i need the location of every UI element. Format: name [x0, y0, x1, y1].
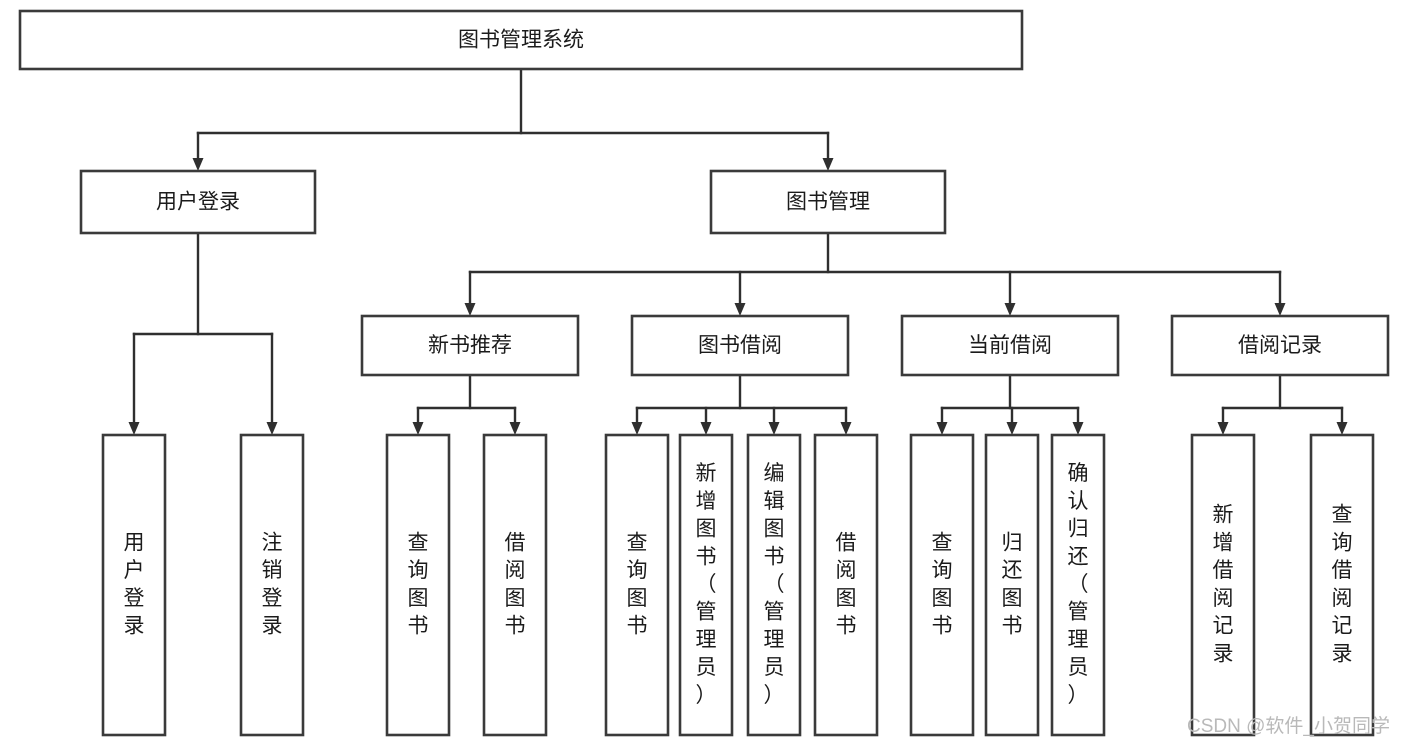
node-label-leaf-logout-login: 注销登录 — [262, 531, 283, 637]
node-new-book-recommend[interactable]: 新书推荐 — [360, 314, 580, 377]
arrow-head-icon — [1072, 422, 1084, 435]
edge-group-user-login — [128, 231, 278, 435]
arrow-head-icon — [509, 422, 521, 435]
node-leaf-logout-login[interactable]: 注销登录 — [239, 433, 305, 737]
node-label-current-borrow: 当前借阅 — [968, 334, 1052, 357]
node-leaf-query-book-borrow[interactable]: 查询图书 — [604, 433, 670, 737]
node-label-book-borrow: 图书借阅 — [698, 334, 782, 357]
node-user-login[interactable]: 用户登录 — [79, 169, 317, 235]
node-leaf-confirm-return-admin[interactable]: 确认归还（管理员） — [1050, 433, 1106, 737]
arrow-head-icon — [412, 422, 424, 435]
node-current-borrow[interactable]: 当前借阅 — [900, 314, 1120, 377]
node-label-leaf-borrow-book: 借阅图书 — [836, 531, 857, 637]
node-box-leaf-query-book-borrow — [604, 433, 670, 737]
arrow-head-icon — [266, 422, 278, 435]
node-box-root — [18, 9, 1024, 71]
node-label-leaf-query-borrow-record: 查询借阅记录 — [1332, 503, 1353, 665]
node-root[interactable]: 图书管理系统 — [18, 9, 1024, 71]
node-leaf-query-book-rec[interactable]: 查询图书 — [385, 433, 451, 737]
node-box-borrow-record — [1170, 314, 1390, 377]
node-box-book-manage — [709, 169, 947, 235]
arrow-head-icon — [192, 158, 204, 171]
node-box-leaf-user-login — [101, 433, 167, 737]
arrow-head-icon — [1006, 422, 1018, 435]
arrow-head-icon — [1004, 303, 1016, 316]
node-label-leaf-query-book-rec: 查询图书 — [408, 531, 429, 637]
node-label-leaf-user-login: 用户登录 — [124, 531, 145, 637]
node-label-leaf-edit-book-admin: 编辑图书（管理员） — [764, 462, 785, 707]
node-box-leaf-borrow-book — [813, 433, 879, 737]
node-label-new-book-recommend: 新书推荐 — [428, 334, 512, 357]
arrow-head-icon — [936, 422, 948, 435]
edge-group-root — [192, 67, 834, 171]
node-label-book-manage: 图书管理 — [786, 191, 870, 214]
node-label-leaf-add-book-admin: 新增图书（管理员） — [696, 462, 717, 707]
node-book-borrow[interactable]: 图书借阅 — [630, 314, 850, 377]
node-box-book-borrow — [630, 314, 850, 377]
node-leaf-edit-book-admin[interactable]: 编辑图书（管理员） — [746, 433, 802, 737]
edge-group-book-borrow — [631, 373, 852, 435]
edge-group-new-book-recommend — [412, 373, 521, 435]
node-leaf-user-login[interactable]: 用户登录 — [101, 433, 167, 737]
node-box-leaf-query-book-cur — [909, 433, 975, 737]
node-label-leaf-add-borrow-record: 新增借阅记录 — [1213, 503, 1234, 665]
arrow-head-icon — [768, 422, 780, 435]
node-label-leaf-confirm-return-admin: 确认归还（管理员） — [1068, 462, 1089, 707]
node-box-leaf-borrow-book-rec — [482, 433, 548, 737]
node-label-leaf-borrow-book-rec: 借阅图书 — [505, 531, 526, 637]
node-box-current-borrow — [900, 314, 1120, 377]
arrow-head-icon — [631, 422, 643, 435]
node-box-new-book-recommend — [360, 314, 580, 377]
node-leaf-add-borrow-record[interactable]: 新增借阅记录 — [1190, 433, 1256, 737]
node-box-leaf-add-book-admin — [678, 433, 734, 737]
csdn-watermark: CSDN @软件_小贺同学 — [1187, 715, 1390, 737]
node-borrow-record[interactable]: 借阅记录 — [1170, 314, 1390, 377]
node-box-leaf-return-book — [984, 433, 1040, 737]
node-box-leaf-query-book-rec — [385, 433, 451, 737]
arrow-head-icon — [840, 422, 852, 435]
arrow-head-icon — [734, 303, 746, 316]
node-box-leaf-add-borrow-record — [1190, 433, 1256, 737]
node-leaf-query-borrow-record[interactable]: 查询借阅记录 — [1309, 433, 1375, 737]
node-leaf-borrow-book-rec[interactable]: 借阅图书 — [482, 433, 548, 737]
arrow-head-icon — [1217, 422, 1229, 435]
node-label-leaf-query-book-cur: 查询图书 — [932, 531, 953, 637]
node-box-leaf-query-borrow-record — [1309, 433, 1375, 737]
arrow-head-icon — [1274, 303, 1286, 316]
node-book-manage[interactable]: 图书管理 — [709, 169, 947, 235]
arrow-head-icon — [700, 422, 712, 435]
node-leaf-add-book-admin[interactable]: 新增图书（管理员） — [678, 433, 734, 737]
node-box-leaf-edit-book-admin — [746, 433, 802, 737]
node-layer: 图书管理系统用户登录图书管理新书推荐图书借阅当前借阅借阅记录用户登录注销登录查询… — [18, 9, 1390, 737]
node-box-leaf-confirm-return-admin — [1050, 433, 1106, 737]
arrow-head-icon — [822, 158, 834, 171]
arrow-head-icon — [128, 422, 140, 435]
arrow-head-icon — [464, 303, 476, 316]
edge-group-borrow-record — [1217, 373, 1348, 435]
connector-layer — [128, 67, 1348, 435]
node-box-user-login — [79, 169, 317, 235]
node-label-borrow-record: 借阅记录 — [1238, 334, 1322, 357]
node-label-root: 图书管理系统 — [458, 29, 584, 52]
node-leaf-return-book[interactable]: 归还图书 — [984, 433, 1040, 737]
node-leaf-query-book-cur[interactable]: 查询图书 — [909, 433, 975, 737]
node-label-leaf-query-book-borrow: 查询图书 — [627, 531, 648, 637]
edge-group-book-manage — [464, 231, 1286, 316]
node-leaf-borrow-book[interactable]: 借阅图书 — [813, 433, 879, 737]
node-label-leaf-return-book: 归还图书 — [1002, 531, 1023, 637]
node-box-leaf-logout-login — [239, 433, 305, 737]
edge-group-current-borrow — [936, 373, 1084, 435]
arrow-head-icon — [1336, 422, 1348, 435]
node-label-user-login: 用户登录 — [156, 191, 240, 214]
